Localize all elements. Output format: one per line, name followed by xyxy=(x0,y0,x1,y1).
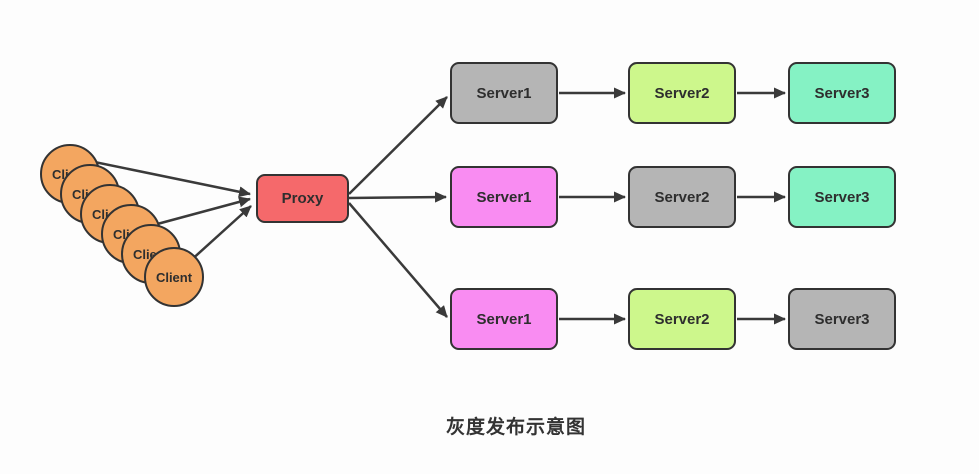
client-node-6: Client xyxy=(144,247,204,307)
arrow-proxy-to-row1 xyxy=(348,96,448,195)
row2-server1: Server1 xyxy=(450,166,558,228)
server-label: Server2 xyxy=(654,84,710,102)
row3-server3: Server3 xyxy=(788,288,896,350)
server-label: Server3 xyxy=(814,188,870,206)
diagram-title: 灰度发布示意图 xyxy=(446,417,587,438)
server-label: Server1 xyxy=(476,84,532,102)
proxy-label: Proxy xyxy=(281,190,324,207)
server-label: Server3 xyxy=(814,310,870,328)
proxy-node: Proxy xyxy=(256,174,349,223)
row1-server1: Server1 xyxy=(450,62,558,124)
arrow-proxy-to-row3 xyxy=(348,202,448,318)
server-label: Server3 xyxy=(814,84,870,102)
server-label: Server1 xyxy=(476,310,532,328)
server-label: Server2 xyxy=(654,310,710,328)
row1-server3: Server3 xyxy=(788,62,896,124)
row2-server2: Server2 xyxy=(628,166,736,228)
server-label: Server2 xyxy=(654,188,710,206)
arrow-client1-to-proxy xyxy=(74,156,251,198)
server-label: Server1 xyxy=(476,188,532,206)
row3-server1: Server1 xyxy=(450,288,558,350)
row1-server2: Server2 xyxy=(628,62,736,124)
row3-server2: Server2 xyxy=(628,288,736,350)
client-label: Client xyxy=(155,269,193,285)
row2-server3: Server3 xyxy=(788,166,896,228)
arrow-proxy-to-row2 xyxy=(348,191,447,203)
